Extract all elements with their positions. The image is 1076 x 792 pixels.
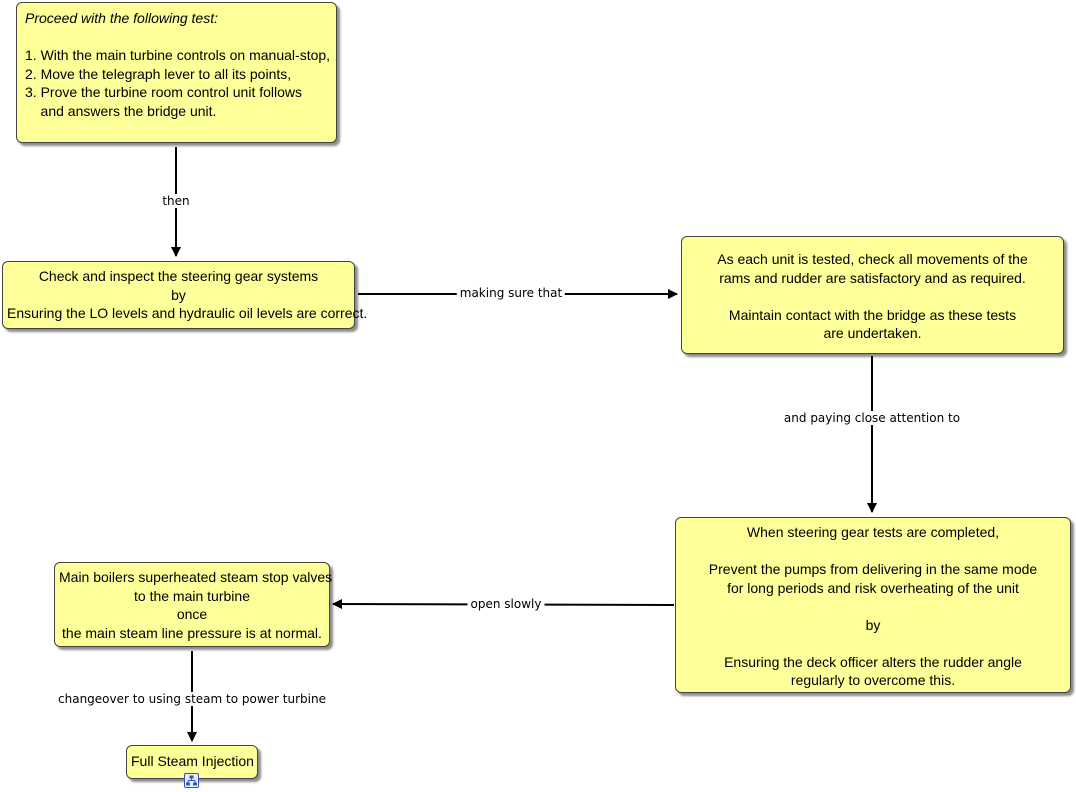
node-each-unit-line-1: As each unit is tested, check all moveme… <box>717 251 1028 267</box>
node-check-line-1: Check and inspect the steering gear syst… <box>38 268 319 284</box>
node-tests-completed[interactable]: When steering gear tests are completed, … <box>675 517 1071 693</box>
node-each-unit-line-3 <box>686 287 1059 306</box>
hierarchy-icon <box>186 775 197 786</box>
node-completed-line-3: Prevent the pumps from delivering in the… <box>708 561 1038 577</box>
node-completed-line-2 <box>680 542 1066 561</box>
node-each-unit-line-4: Maintain contact with the bridge as thes… <box>728 306 1017 323</box>
node-completed-line-4: for long periods and risk overheating of… <box>727 579 1019 596</box>
node-proceed-line-5: 3. Prove the turbine room control unit f… <box>25 84 303 100</box>
node-proceed-test[interactable]: Proceed with the following test: 1. With… <box>16 2 337 143</box>
node-boilers-line-3: once <box>176 606 208 622</box>
node-boilers-line-4: the main steam line pressure is at norma… <box>62 624 322 641</box>
node-proceed-line-3: 1. With the main turbine controls on man… <box>25 47 331 63</box>
edge-label-paying-close-attention: and paying close attention to <box>780 411 964 425</box>
node-completed-line-6: by <box>865 616 881 633</box>
node-completed-line-5 <box>680 597 1066 616</box>
node-full-steam-line-1: Full Steam Injection <box>131 753 254 769</box>
node-completed-line-8: Ensuring the deck officer alters the rud… <box>724 653 1022 670</box>
edge-label-open-slowly: open slowly <box>467 597 545 611</box>
node-check-line-3: Ensuring the LO levels and hydraulic oil… <box>7 305 368 321</box>
node-proceed-line-6: and answers the bridge unit. <box>25 102 217 119</box>
node-check-inspect[interactable]: Check and inspect the steering gear syst… <box>2 261 368 329</box>
node-each-unit-line-5: are undertaken. <box>823 325 922 341</box>
node-each-unit-tested[interactable]: As each unit is tested, check all moveme… <box>681 236 1064 354</box>
node-check-line-2: by <box>171 286 186 303</box>
edge-label-then: then <box>159 194 193 208</box>
node-boilers-line-2: to the main turbine <box>134 587 250 604</box>
node-full-steam-injection[interactable]: Full Steam Injection <box>126 745 258 779</box>
concept-map-resource-icon[interactable] <box>184 773 199 788</box>
node-proceed-line-4: 2. Move the telegraph lever to all its p… <box>25 65 292 82</box>
node-each-unit-line-2: rams and rudder are satisfactory and as … <box>719 269 1026 286</box>
node-completed-line-7 <box>680 634 1066 653</box>
edge-label-changeover: changeover to using steam to power turbi… <box>55 692 329 706</box>
node-proceed-line-2 <box>25 28 328 47</box>
node-completed-line-9: regularly to overcome this. <box>790 672 956 688</box>
node-boilers-line-1: Main boilers superheated steam stop valv… <box>59 569 333 585</box>
node-proceed-line-1: Proceed with the following test: <box>25 10 218 26</box>
node-main-boilers[interactable]: Main boilers superheated steam stop valv… <box>54 562 333 647</box>
node-completed-line-1: When steering gear tests are completed, <box>746 524 1000 540</box>
edge-label-making-sure-that: making sure that <box>456 286 566 300</box>
